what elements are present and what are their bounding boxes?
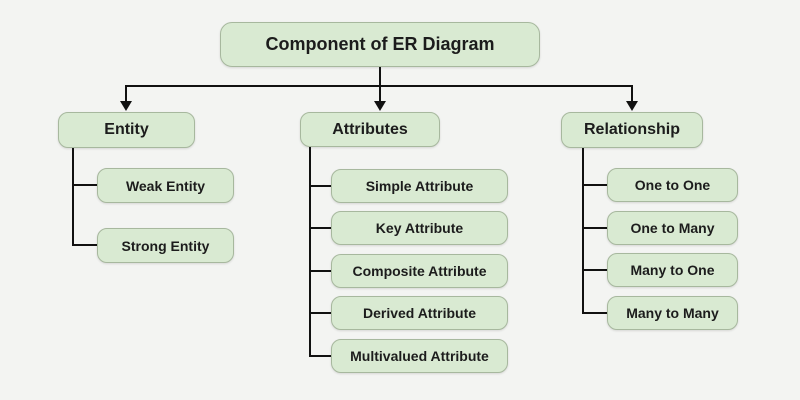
node-composite-attribute: Composite Attribute bbox=[331, 254, 508, 288]
connector-drop-entity bbox=[125, 85, 127, 102]
node-one-to-many: One to Many bbox=[607, 211, 738, 245]
arrowhead-entity-icon bbox=[120, 101, 132, 111]
node-strong-entity: Strong Entity bbox=[97, 228, 234, 263]
node-multivalued-attribute: Multivalued Attribute bbox=[331, 339, 508, 373]
connector-attributes-stub-simple bbox=[309, 185, 331, 187]
node-entity: Entity bbox=[58, 112, 195, 148]
node-many-to-one: Many to One bbox=[607, 253, 738, 287]
connector-drop-attributes bbox=[379, 85, 381, 102]
connector-drop-relationship bbox=[631, 85, 633, 102]
node-weak-entity: Weak Entity bbox=[97, 168, 234, 203]
node-attributes: Attributes bbox=[300, 112, 440, 147]
node-derived-attribute: Derived Attribute bbox=[331, 296, 508, 330]
node-many-to-many: Many to Many bbox=[607, 296, 738, 330]
connector-attributes-stub-derived bbox=[309, 312, 331, 314]
connector-attributes-stub-key bbox=[309, 227, 331, 229]
connector-attributes-vertical bbox=[309, 147, 311, 356]
connector-entity-stub-strong bbox=[72, 244, 97, 246]
node-relationship: Relationship bbox=[561, 112, 703, 148]
connector-attributes-stub-multivalued bbox=[309, 355, 331, 357]
node-one-to-one: One to One bbox=[607, 168, 738, 202]
connector-entity-vertical bbox=[72, 148, 74, 246]
connector-relationship-stub-onetoone bbox=[582, 184, 607, 186]
connector-relationship-stub-manytoone bbox=[582, 269, 607, 271]
connector-title-stem bbox=[379, 67, 381, 86]
connector-attributes-stub-composite bbox=[309, 270, 331, 272]
connector-relationship-vertical bbox=[582, 148, 584, 313]
node-simple-attribute: Simple Attribute bbox=[331, 169, 508, 203]
node-key-attribute: Key Attribute bbox=[331, 211, 508, 245]
connector-entity-stub-weak bbox=[72, 184, 97, 186]
diagram-title-node: Component of ER Diagram bbox=[220, 22, 540, 67]
connector-relationship-stub-onetomany bbox=[582, 227, 607, 229]
arrowhead-attributes-icon bbox=[374, 101, 386, 111]
arrowhead-relationship-icon bbox=[626, 101, 638, 111]
connector-relationship-stub-manytomany bbox=[582, 312, 607, 314]
